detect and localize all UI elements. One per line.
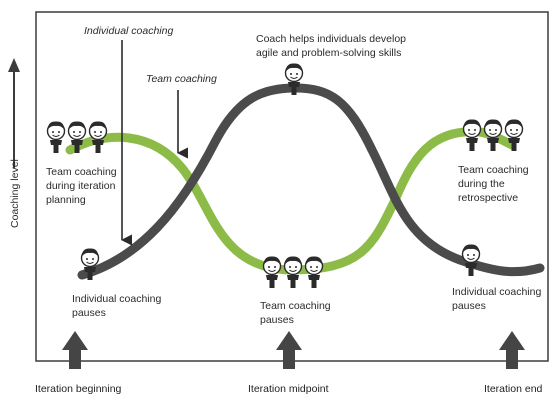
- annotation-team-iteration-planning: Team coaching during iteration planning: [46, 166, 117, 206]
- coach-person-icon: [283, 255, 303, 289]
- individual-coaching-curve: [77, 83, 545, 280]
- milestone-arrow-midpoint: [276, 331, 302, 369]
- svg-text:Team coaching: Team coaching: [46, 166, 117, 178]
- callout-individual-coaching: Individual coaching: [84, 25, 173, 37]
- svg-text:pauses: pauses: [452, 300, 486, 312]
- coach-person-icon: [483, 118, 503, 152]
- coach-person-icon: [461, 243, 481, 277]
- y-axis-label: Coaching level: [9, 159, 21, 228]
- milestone-arrow-beginning: [62, 331, 88, 369]
- x-label-midpoint: Iteration midpoint: [248, 383, 329, 395]
- milestone-arrow-end: [499, 331, 525, 369]
- svg-text:Team coaching: Team coaching: [458, 164, 529, 176]
- x-label-beginning: Iteration beginning: [35, 383, 122, 395]
- annotation-team-retrospective: Team coaching during the retrospective: [458, 164, 529, 204]
- coach-person-icon: [46, 120, 66, 154]
- coach-person-icon: [462, 118, 482, 152]
- annotation-individual-pause-left: Individual coaching pauses: [72, 293, 161, 319]
- svg-text:during the: during the: [458, 178, 505, 190]
- svg-text:Individual coaching: Individual coaching: [72, 293, 161, 305]
- x-label-end: Iteration end: [484, 383, 543, 395]
- svg-text:planning: planning: [46, 194, 86, 206]
- coach-person-icon: [262, 255, 282, 289]
- annotation-individual-pause-right: Individual coaching pauses: [452, 286, 541, 312]
- coach-person-icon: [304, 255, 324, 289]
- callout-coach-develops-line1: Coach helps individuals develop: [256, 33, 406, 45]
- svg-text:during iteration: during iteration: [46, 180, 116, 192]
- y-axis-arrow: [8, 58, 20, 168]
- svg-text:pauses: pauses: [260, 314, 294, 326]
- coach-person-icon: [88, 120, 108, 154]
- svg-text:retrospective: retrospective: [458, 192, 518, 204]
- svg-text:pauses: pauses: [72, 307, 106, 319]
- svg-text:Individual coaching: Individual coaching: [452, 286, 541, 298]
- svg-text:Team coaching: Team coaching: [260, 300, 331, 312]
- annotation-team-pause-mid: Team coaching pauses: [260, 300, 331, 326]
- callout-coach-develops-line2: agile and problem-solving skills: [256, 47, 401, 59]
- callout-team-coaching: Team coaching: [146, 73, 217, 85]
